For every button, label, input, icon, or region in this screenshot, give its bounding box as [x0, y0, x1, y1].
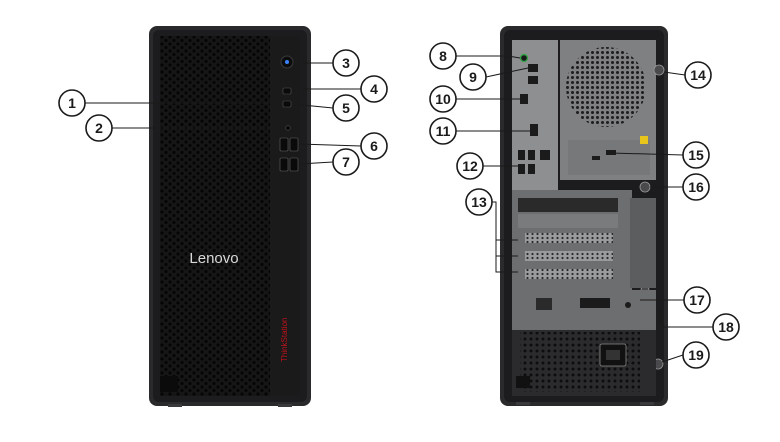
psu-switch[interactable] — [516, 376, 530, 388]
front-view: ThinkStation Lenovo — [149, 26, 311, 407]
flex-io-port[interactable] — [530, 124, 538, 136]
callout-1: 1 — [58, 89, 86, 117]
thumbscrew-mid[interactable] — [639, 181, 651, 193]
callout-12: 12 — [456, 152, 484, 180]
svg-text:3: 3 — [342, 55, 350, 71]
callout-16: 16 — [682, 173, 710, 201]
pcie-slot-covers[interactable] — [518, 198, 618, 279]
svg-text:11: 11 — [436, 123, 451, 139]
svg-text:2: 2 — [95, 120, 103, 136]
callout-14: 14 — [684, 61, 712, 89]
front-badge — [160, 376, 178, 392]
hdmi-port[interactable] — [520, 94, 528, 104]
callout-6: 6 — [360, 132, 388, 160]
svg-text:9: 9 — [469, 69, 477, 85]
callout-8: 8 — [429, 42, 457, 70]
callout-19: 19 — [682, 341, 710, 369]
lock-slot[interactable] — [625, 302, 631, 308]
svg-text:17: 17 — [689, 292, 705, 308]
svg-text:5: 5 — [342, 100, 350, 116]
side-brand-label: ThinkStation — [280, 318, 289, 362]
lower-plate — [512, 290, 656, 330]
leader-lines — [85, 55, 713, 363]
security-slot[interactable] — [658, 308, 662, 324]
svg-text:14: 14 — [690, 67, 706, 83]
callout-10: 10 — [429, 85, 457, 113]
rear-usb-ports[interactable] — [518, 150, 550, 174]
callout-9: 9 — [459, 63, 487, 91]
svg-text:15: 15 — [688, 147, 704, 163]
callout-11: 11 — [429, 117, 457, 145]
svg-text:1: 1 — [68, 95, 76, 111]
usb-port-icon[interactable] — [279, 137, 299, 172]
svg-text:7: 7 — [342, 154, 350, 170]
front-brand-logo: Lenovo — [189, 250, 238, 267]
usb-c-port-upper[interactable] — [282, 87, 292, 95]
callout-2: 2 — [85, 114, 113, 142]
serial-port[interactable] — [536, 298, 552, 310]
svg-text:13: 13 — [471, 194, 487, 210]
line-out-jack[interactable] — [519, 53, 529, 63]
svg-text:12: 12 — [462, 158, 478, 174]
warning-label — [640, 136, 648, 144]
front-grille — [160, 36, 270, 396]
callout-4: 4 — [360, 75, 388, 103]
svg-text:8: 8 — [439, 48, 447, 64]
callout-3: 3 — [332, 49, 360, 77]
callout-5: 5 — [332, 94, 360, 122]
svg-text:4: 4 — [370, 81, 378, 97]
fan-grille-icon — [566, 47, 646, 127]
svg-text:19: 19 — [688, 347, 704, 363]
callout-17: 17 — [683, 286, 711, 314]
callout-15: 15 — [682, 141, 710, 169]
callouts: 1 2 3 4 5 6 7 8 9 10 11 12 13 14 15 16 1… — [58, 42, 740, 369]
svg-text:18: 18 — [718, 319, 734, 335]
callout-18: 18 — [712, 313, 740, 341]
displayport-1[interactable] — [528, 64, 538, 72]
power-button-icon[interactable] — [280, 55, 294, 69]
displayport-2[interactable] — [528, 76, 538, 84]
callout-7: 7 — [332, 148, 360, 176]
svg-text:16: 16 — [688, 179, 704, 195]
callout-13: 13 — [465, 188, 493, 216]
thumbscrew-top[interactable] — [653, 64, 665, 76]
audio-jack-icon[interactable] — [285, 125, 291, 131]
usb-c-port-lower[interactable] — [282, 100, 292, 108]
rear-view — [500, 26, 668, 406]
svg-text:10: 10 — [435, 91, 451, 107]
svg-text:6: 6 — [370, 138, 378, 154]
